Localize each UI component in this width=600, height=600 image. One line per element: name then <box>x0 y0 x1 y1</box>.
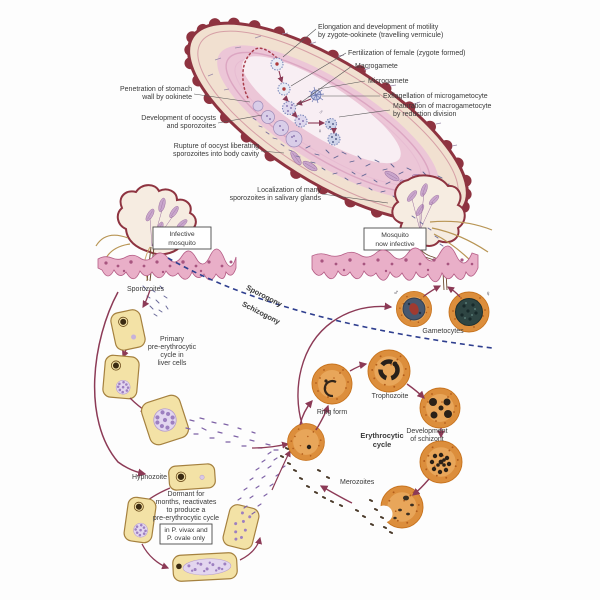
ring-form-rbc <box>311 363 353 405</box>
relapse-cell-1 <box>123 496 157 544</box>
arrow-relapse-to-blood <box>271 450 291 491</box>
right-skin-band <box>311 245 479 283</box>
male-symbol-blood: ♂ <box>393 288 399 297</box>
sporozoites-to-glands <box>411 215 444 247</box>
invaded-rbc <box>287 423 325 461</box>
leader-lines-top <box>193 28 391 204</box>
label-rupture-2: sporozoites into body cavity <box>173 151 259 158</box>
label-elongation-1: Elongation and development of motility <box>318 24 439 31</box>
infective-box-line1: Infective <box>169 231 195 238</box>
right-salivary-glands <box>405 182 441 231</box>
label-dev-schizont-2: of schizont <box>410 436 444 443</box>
label-fertilization: Fertilization of female (zygote formed) <box>348 50 466 57</box>
label-primary-4: liver cells <box>158 360 187 367</box>
label-localization-2: sporozoites in salivary glands <box>230 195 322 202</box>
now-infective-line2: now infective <box>375 241 415 248</box>
erythrocytic-arrows <box>299 361 445 504</box>
label-exflagellation: Exflagellation of microgametocyte <box>383 93 488 100</box>
left-skin-speckles <box>104 260 233 274</box>
label-dormant-2: months, reactivates <box>156 499 217 506</box>
label-primary-1: Primary <box>160 336 185 343</box>
label-hypnozoite: Hypnozoite <box>132 474 167 481</box>
label-trophozoite: Trophozoite <box>372 393 409 400</box>
label-sporozoites: Sporozoites <box>127 286 164 293</box>
sporozoites-entering <box>142 285 169 317</box>
label-microgamete: Microgamete <box>368 78 409 85</box>
label-merozoites: Merozoites <box>340 479 375 486</box>
arrow-to-hypnozoite <box>93 291 147 477</box>
label-maturation-2: by reduction division <box>393 111 457 118</box>
relapse-cell-3-rupturing <box>222 504 260 550</box>
mature-schizont-rbc <box>419 440 463 484</box>
gametocytes: ♂ ♀ Gametocytes <box>297 285 491 425</box>
liver-merozoite-spray <box>185 417 279 451</box>
relapse-merozoite-spray <box>237 451 286 515</box>
label-primary-3: cycle in <box>160 352 183 359</box>
midgut-cycle-arrows <box>277 70 338 135</box>
label-elongation-2: by zygote-ookinete (travelling vermicule… <box>318 32 443 39</box>
species-box: in P. vivax and P. ovale only <box>159 523 213 545</box>
liver-cycle: Sporozoites Primary pre-erythrocytic cyc… <box>93 285 290 477</box>
label-erythrocytic-2: cycle <box>373 440 392 449</box>
label-penetration-2: wall by ookinete <box>141 94 192 101</box>
liver-cell-3-schizont <box>140 394 190 446</box>
species-box-line1: in P. vivax and <box>164 527 208 534</box>
male-symbol-midgut: ♂ <box>319 110 324 116</box>
label-dormant-3: to produce a <box>167 507 206 514</box>
developing-schizont-rbc <box>419 387 461 429</box>
male-gametocyte <box>395 290 433 328</box>
label-penetration-1: Penetration of stomach <box>120 86 192 93</box>
label-macrogamete: Macrogamete <box>355 63 398 70</box>
erythrocytic-cycle: Ring form Trophozoite Development of sch… <box>280 349 463 534</box>
label-gametocytes: Gametocytes <box>422 328 464 335</box>
hypnozoite-cell <box>168 463 216 491</box>
species-box-line2: P. ovale only <box>167 535 206 542</box>
female-symbol-blood: ♀ <box>485 289 491 298</box>
ookinete-trail <box>242 47 278 99</box>
label-primary-2: pre-erythrocytic <box>148 344 197 351</box>
arrow-to-gametocytes <box>297 302 393 425</box>
arrow-skin-to-liver <box>142 289 151 309</box>
label-oocysts-1: Development of oocysts <box>141 115 216 122</box>
label-erythrocytic-1: Erythrocytic <box>360 431 403 440</box>
female-gametocyte <box>448 291 490 333</box>
arrow-liver-to-blood <box>251 441 290 449</box>
label-dormant-1: Dormant for <box>168 491 206 498</box>
relapse-cell-2-schizont <box>172 552 238 582</box>
midgut-label-texts: Elongation and development of motility b… <box>120 24 492 202</box>
midgut-cells: ♂ ♀ <box>270 57 341 146</box>
relapse-cycle: Hypnozoite Dormant for months <box>123 450 291 582</box>
infective-box-line2: mosquito <box>168 240 196 247</box>
female-symbol-midgut: ♀ <box>318 129 323 135</box>
now-infective-box: Mosquito now infective <box>363 227 427 251</box>
label-localization-1: Localization of many <box>257 187 321 194</box>
label-oocysts-2: and sporozoites <box>167 123 217 130</box>
oocysts <box>252 100 303 148</box>
body-texture-marks <box>207 32 458 147</box>
label-dormant-4: pre-erythrocytic cycle <box>153 515 219 522</box>
sporozoites-from-oocysts <box>252 117 301 158</box>
liver-cell-1 <box>110 309 146 351</box>
mosquito-midgut: ♂ ♀ <box>184 17 472 227</box>
ruptured-rbc <box>375 485 424 529</box>
liver-cell-2 <box>102 354 140 400</box>
right-skin-speckles <box>320 258 474 273</box>
infective-mosquito-box: Infective mosquito <box>152 226 212 250</box>
trophozoite-rbc <box>367 349 411 393</box>
label-dev-schizont-1: Development <box>406 428 447 435</box>
now-infective-line1: Mosquito <box>381 232 409 239</box>
label-maturation-1: Maturation of macrogametocyte <box>393 103 492 110</box>
free-merozoites <box>280 447 393 534</box>
exflagellation-cell <box>307 86 325 104</box>
left-skin-band <box>97 248 237 281</box>
gametocyte-uptake-arrows <box>423 285 461 298</box>
label-ring-form: Ring form <box>317 409 348 416</box>
label-rupture-1: Rupture of oocyst liberating <box>174 143 259 150</box>
